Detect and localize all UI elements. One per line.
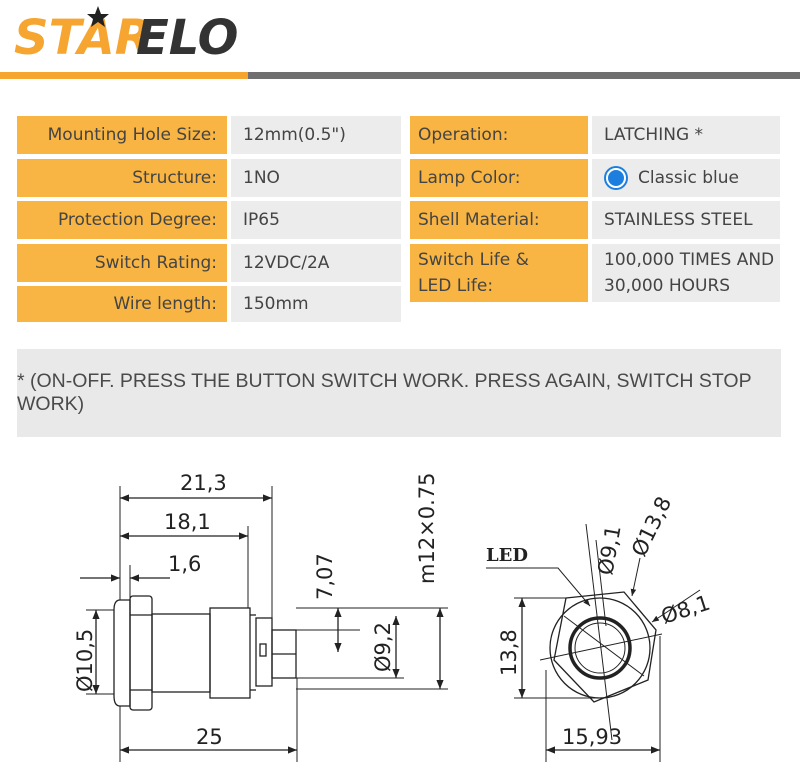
dim-dia-8-1: Ø8,1 (658, 590, 713, 628)
spec-row-life: Switch Life & LED Life: 100,000 TIMES AN… (410, 244, 780, 302)
spec-value: LATCHING * (592, 116, 780, 154)
led-ring (568, 616, 632, 680)
dim-dia-9-1: Ø9,1 (593, 524, 625, 577)
spec-row-structure: Structure: 1NO (17, 159, 401, 197)
spec-row-wire-length: Wire length: 150mm (17, 286, 401, 322)
outer-bezel (549, 597, 651, 699)
dim-dia-10-5: Ø10,5 (73, 629, 97, 692)
button-cap (113, 599, 131, 707)
spec-label: Mounting Hole Size: (17, 116, 227, 154)
latching-note: * (ON-OFF. PRESS THE BUTTON SWITCH WORK.… (17, 349, 781, 437)
spec-row-shell-material: Shell Material: STAINLESS STEEL (410, 201, 780, 239)
hex-outline (553, 591, 657, 703)
spec-row-protection: Protection Degree: IP65 (17, 201, 401, 239)
brand-logo: STAR ELO (8, 2, 248, 66)
switch-body (209, 607, 251, 699)
spec-row-lamp-color: Lamp Color: Classic blue (410, 159, 780, 197)
spec-value: 12mm(0.5") (231, 116, 401, 154)
spec-value: IP65 (231, 201, 401, 239)
dim-thread: m12×0.75 (415, 472, 439, 584)
dim-25: 25 (196, 725, 223, 749)
spec-row-switch-rating: Switch Rating: 12VDC/2A (17, 244, 401, 282)
spec-label: Protection Degree: (17, 201, 227, 239)
spec-label: Shell Material: (410, 201, 588, 239)
dim-1-6: 1,6 (168, 552, 201, 576)
spec-value: 150mm (231, 286, 401, 322)
dim-dia-13-8: Ø13,8 (627, 493, 676, 560)
dim-13-8: 13,8 (497, 629, 521, 676)
dim-21-3: 21,3 (180, 471, 227, 495)
spec-value: 100,000 TIMES AND 30,000 HOURS (592, 244, 780, 302)
dim-7-07: 7,07 (313, 553, 337, 600)
header-rule-gold (0, 72, 248, 79)
dim-15-93: 15,93 (562, 725, 622, 749)
hex-nut (129, 595, 153, 711)
terminal-block (255, 617, 273, 687)
spec-label: Switch Life & LED Life: (410, 244, 588, 302)
lamp-color-text: Classic blue (638, 168, 739, 188)
spec-value-line2: 30,000 HOURS (604, 276, 731, 296)
blue-dot-icon (606, 168, 626, 188)
header-rule-gray (248, 72, 800, 79)
logo-star-icon (87, 6, 109, 27)
spec-label: Wire length: (17, 286, 227, 322)
spec-row-operation: Operation: LATCHING * (410, 116, 780, 154)
spec-value: STAINLESS STEEL (592, 201, 780, 239)
spec-value: 1NO (231, 159, 401, 197)
spec-value-line1: 100,000 TIMES AND (604, 250, 775, 270)
spec-label-line2: LED Life: (418, 276, 494, 296)
starelo-logo: STAR ELO (14, 6, 238, 66)
led-label: LED (486, 545, 528, 566)
logo-text-star: STAR (14, 10, 152, 66)
spec-label: Switch Rating: (17, 244, 227, 282)
spec-label: Lamp Color: (410, 159, 588, 197)
dim-18-1: 18,1 (164, 510, 211, 534)
spec-label-line1: Switch Life & (418, 250, 529, 270)
spec-value: Classic blue (592, 159, 780, 197)
logo-text-elo: ELO (136, 10, 238, 66)
thread-body (151, 613, 211, 693)
dim-dia-9-2: Ø9,2 (371, 622, 395, 672)
spec-row-mounting-hole: Mounting Hole Size: 12mm(0.5") (17, 116, 401, 154)
spec-label: Operation: (410, 116, 588, 154)
spec-label: Structure: (17, 159, 227, 197)
spec-value: 12VDC/2A (231, 244, 401, 282)
dimension-drawing: 21,3 18,1 1,6 25 Ø10,5 7,07 Ø9,2 m12×0.7… (73, 471, 713, 762)
